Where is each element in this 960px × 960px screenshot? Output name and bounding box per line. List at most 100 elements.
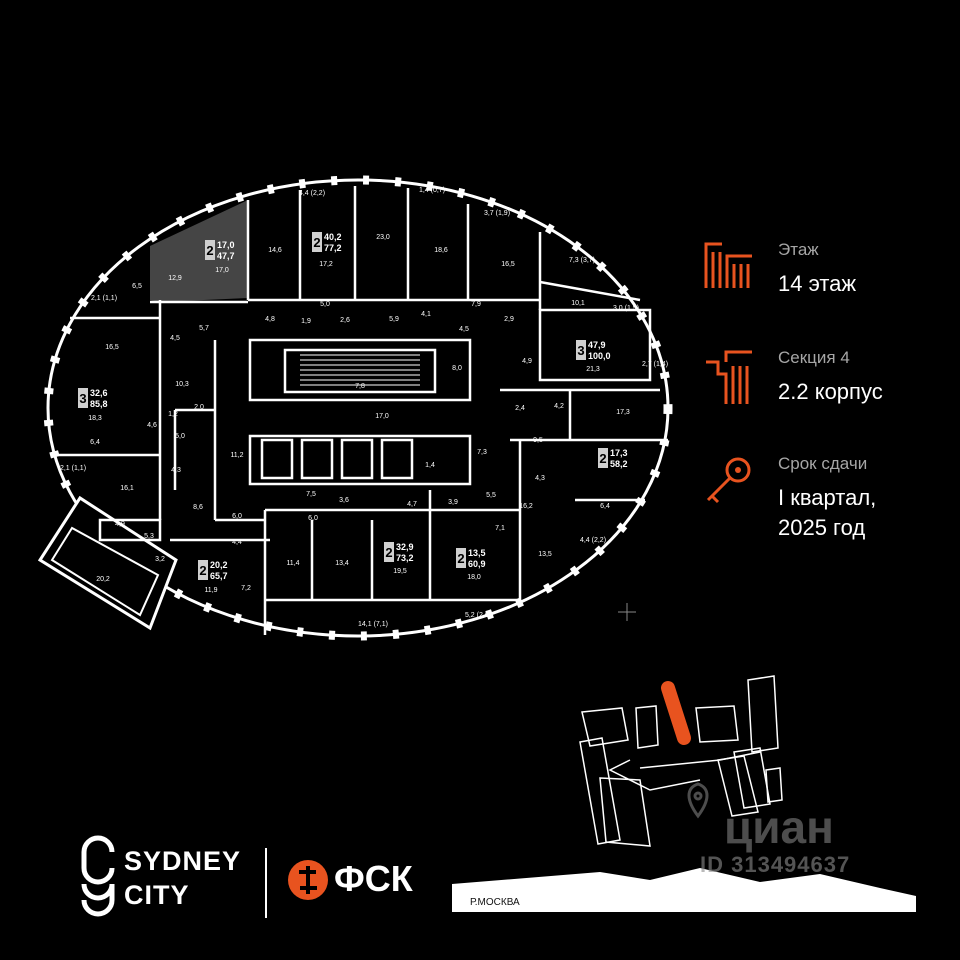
floor-label: Этаж (778, 240, 819, 259)
room-area-label: 5,9 (389, 316, 399, 323)
selected-apartment[interactable] (150, 200, 248, 302)
room-area-label: 7,1 (495, 525, 505, 532)
room-count-box (78, 388, 88, 408)
living-area: 20,2 (210, 560, 228, 570)
room-area-label: 5,0 (320, 301, 330, 308)
room-area-label: 2,6 (340, 317, 350, 324)
room-area-label: 11,4 (286, 560, 299, 567)
room-area-label: 17,2 (319, 261, 333, 268)
key-icon (706, 457, 751, 504)
room-area-labels: 4,4 (2,2)1,4 (0,7)3,7 (1,9)7,3 (3,7)12,9… (60, 187, 668, 628)
room-area-label: 5,7 (199, 325, 209, 332)
total-area: 73,2 (396, 553, 414, 563)
room-area-label: 18,3 (88, 415, 102, 422)
room-area-label: 3,9 (448, 499, 458, 506)
room-count-box (205, 240, 215, 260)
room-count: 2 (457, 551, 464, 566)
room-area-label: 12,9 (168, 275, 182, 282)
room-count: 2 (385, 545, 392, 560)
room-count-box (456, 548, 466, 568)
apartment-badge[interactable]: 2 20,265,7 (198, 560, 228, 581)
room-area-label: 4,4 (232, 539, 242, 546)
room-count-box (198, 560, 208, 580)
room-area-label: 13,5 (538, 551, 552, 558)
room-area-label: 17,0 (375, 413, 389, 420)
total-area: 85,8 (90, 399, 108, 409)
room-area-label: 18,0 (467, 574, 481, 581)
room-area-label: 13,4 (335, 560, 349, 567)
total-area: 65,7 (210, 571, 228, 581)
room-area-label: 16,2 (519, 503, 533, 510)
room-area-label: 4,3 (171, 467, 181, 474)
apartment-badge[interactable]: 2 40,277,2 (312, 232, 342, 253)
room-count: 2 (199, 563, 206, 578)
room-area-label: 17,0 (215, 267, 229, 274)
section-label: Секция 4 (778, 348, 850, 367)
room-area-label: 6,0 (308, 515, 318, 522)
room-area-label: 4,4 (2,2) (299, 190, 325, 197)
room-area-label: 7,2 (241, 585, 251, 592)
room-area-label: 17,3 (616, 409, 630, 416)
room-area-label: 2,7 (1,4) (642, 361, 668, 368)
room-area-label: 5,5 (486, 492, 496, 499)
logo-line2: CITY (124, 880, 190, 910)
room-area-label: 4,9 (522, 358, 532, 365)
deadline-label: Срок сдачи (778, 454, 868, 473)
room-area-label: 21,3 (586, 366, 600, 373)
developer-name: ФСК (334, 858, 413, 899)
room-area-label: 1,9 (301, 318, 311, 325)
room-area-label: 4,3 (535, 475, 545, 482)
room-area-label: 5,3 (144, 533, 154, 540)
room-area-label: 4,2 (554, 403, 564, 410)
left-wing (37, 495, 178, 631)
stairs (300, 354, 420, 386)
room-area-label: 7,3 (3,7) (569, 257, 595, 264)
living-area: 17,0 (217, 240, 235, 250)
room-count-box (312, 232, 322, 252)
room-area-label: 2,4 (515, 405, 525, 412)
room-area-label: 11,2 (230, 452, 243, 459)
room-area-label: 2,1 (1,1) (91, 295, 117, 302)
section-icon (706, 350, 752, 404)
room-area-label: 8,0 (452, 365, 462, 372)
room-area-label: 18,6 (434, 247, 448, 254)
room-area-label: 5,0 (175, 433, 185, 440)
room-area-label: 2,1 (1,1) (60, 465, 86, 472)
room-area-label: 9,5 (533, 437, 543, 444)
room-area-label: 1,4 (425, 462, 435, 469)
watermark-id: ID 313494637 (700, 852, 851, 877)
room-area-label: 7,8 (355, 383, 365, 390)
room-area-label: 10,1 (571, 300, 585, 307)
room-count: 2 (313, 235, 320, 250)
living-area: 40,2 (324, 232, 342, 242)
section-value: 2.2 корпус (778, 379, 883, 404)
room-count-box (576, 340, 586, 360)
room-count: 2 (599, 451, 606, 466)
room-area-label: 10,3 (175, 381, 189, 388)
room-area-label: 19,5 (393, 568, 407, 575)
room-area-label: 2,0 (194, 404, 204, 411)
room-count: 3 (79, 391, 86, 406)
deadline-value-line2: 2025 год (778, 515, 866, 540)
room-area-label: 20,2 (96, 576, 110, 583)
internal-walls (55, 186, 668, 635)
room-area-label: 1,4 (0,7) (419, 187, 445, 194)
room-count: 2 (206, 243, 213, 258)
compass-icon (618, 603, 636, 621)
total-area: 77,2 (324, 243, 342, 253)
room-area-label: 4,8 (265, 316, 275, 323)
room-area-label: 16,5 (105, 344, 119, 351)
room-area-label: 6,4 (600, 503, 610, 510)
room-area-label: 1,2 (168, 411, 178, 418)
room-area-label: 6,5 (132, 283, 142, 290)
room-area-label: 4,4 (2,2) (580, 537, 606, 544)
room-count: 3 (577, 343, 584, 358)
